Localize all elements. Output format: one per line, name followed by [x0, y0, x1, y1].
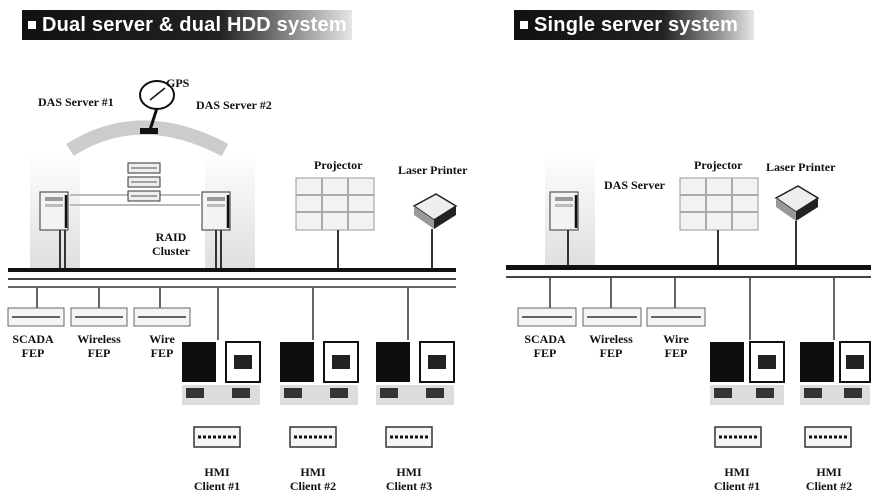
laser-printer-icon [414, 194, 456, 229]
hmi-client-1-line1: HMI [192, 465, 242, 479]
fep-rack-icon [71, 308, 127, 326]
scada-fep-right-line1: SCADA [520, 332, 570, 346]
laser-printer-label-right: Laser Printer [766, 160, 835, 174]
hmi-client-3-label: HMI Client #3 [384, 465, 434, 493]
wireless-fep-label-right: Wireless FEP [584, 332, 638, 360]
wire-fep-line1: Wire [142, 332, 182, 346]
keyboard-icon [715, 427, 761, 447]
fep-rack-icon [8, 308, 64, 326]
das-server-2-label: DAS Server #2 [196, 98, 272, 112]
wire-fep-line2: FEP [142, 346, 182, 360]
server-tower-icon [40, 192, 68, 230]
das-server-label: DAS Server [604, 178, 665, 192]
keyboard-icon [290, 427, 336, 447]
hmi-workstation-icon [800, 342, 870, 405]
keyboard-icon [386, 427, 432, 447]
scada-fep-label-right: SCADA FEP [520, 332, 570, 360]
hmi-client-2-label: HMI Client #2 [288, 465, 338, 493]
laser-printer-icon [776, 186, 818, 221]
scada-fep-line1: SCADA [8, 332, 58, 346]
hmi-workstation-icon [182, 342, 260, 405]
projector-wall-icon [296, 178, 374, 230]
raid-storage-icon [70, 163, 200, 205]
wireless-fep-line2: FEP [72, 346, 126, 360]
wireless-fep-right-line1: Wireless [584, 332, 638, 346]
wireless-fep-right-line2: FEP [584, 346, 638, 360]
scada-fep-label: SCADA FEP [8, 332, 58, 360]
fep-rack-icon [647, 308, 705, 326]
projector-label: Projector [314, 158, 362, 172]
raid-cluster-label: RAID Cluster [150, 230, 192, 258]
wireless-fep-line1: Wireless [72, 332, 126, 346]
raid-label-line1: RAID [150, 230, 192, 244]
wire-fep-label-right: Wire FEP [656, 332, 696, 360]
fep-rack-icon [583, 308, 641, 326]
wire-fep-label: Wire FEP [142, 332, 182, 360]
hmi-client-1-label-right: HMI Client #1 [712, 465, 762, 493]
hmi-client-2-label-right: HMI Client #2 [804, 465, 854, 493]
hmi-client-1-right-line2: Client #1 [712, 479, 762, 493]
wire-fep-right-line2: FEP [656, 346, 696, 360]
projector-label-right: Projector [694, 158, 742, 172]
das-server-1-label: DAS Server #1 [38, 95, 114, 109]
server-tower-icon [202, 192, 230, 230]
hmi-client-2-line1: HMI [288, 465, 338, 479]
hmi-client-2-right-line2: Client #2 [804, 479, 854, 493]
wireless-fep-label: Wireless FEP [72, 332, 126, 360]
hmi-client-2-line2: Client #2 [288, 479, 338, 493]
hmi-workstation-icon [376, 342, 454, 405]
hmi-client-1-line2: Client #1 [192, 479, 242, 493]
hmi-workstation-icon [710, 342, 784, 405]
hmi-client-2-right-line1: HMI [804, 465, 854, 479]
fep-rack-icon [134, 308, 190, 326]
raid-label-line2: Cluster [150, 244, 192, 258]
hmi-client-1-label: HMI Client #1 [192, 465, 242, 493]
hmi-client-1-right-line1: HMI [712, 465, 762, 479]
wire-fep-right-line1: Wire [656, 332, 696, 346]
fep-rack-icon [518, 308, 576, 326]
hmi-workstation-icon [280, 342, 358, 405]
gps-label: GPS [166, 76, 189, 90]
laser-printer-label: Laser Printer [398, 163, 467, 177]
projector-wall-icon [680, 178, 758, 230]
server-tower-icon [550, 192, 578, 230]
hmi-client-3-line1: HMI [384, 465, 434, 479]
scada-fep-right-line2: FEP [520, 346, 570, 360]
keyboard-icon [194, 427, 240, 447]
scada-fep-line2: FEP [8, 346, 58, 360]
hmi-client-3-line2: Client #3 [384, 479, 434, 493]
keyboard-icon [805, 427, 851, 447]
